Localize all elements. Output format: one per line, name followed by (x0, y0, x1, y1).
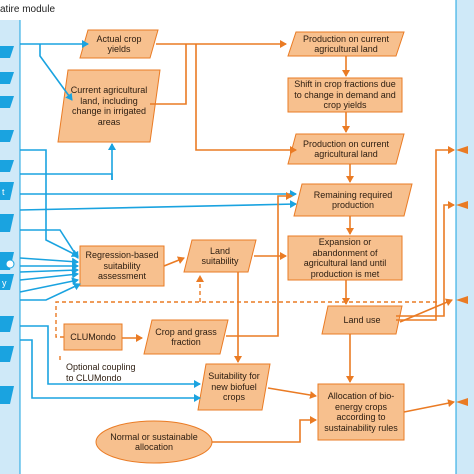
node-remaining-production: Remaining required production (313, 189, 393, 211)
node-clumondo: CLUMondo (70, 331, 116, 342)
dashed-coupling (55, 275, 440, 362)
label-optional-coupling: Optional coupling to CLUMondo (66, 362, 136, 383)
node-shape-production-2 (287, 133, 405, 165)
node-suitability-biofuel: Suitability for new biofuel crops (208, 371, 260, 403)
node-shape-regression (79, 245, 165, 287)
node-normal-sustainable: Normal or sustainable allocation (110, 431, 198, 453)
right-panel-inputs (456, 146, 468, 406)
node-shape-production-1 (287, 31, 405, 57)
node-shape-land-suitability (183, 239, 257, 273)
node-production-current-2: Production on current agricultural land (302, 138, 390, 160)
left-panel-tabs (0, 46, 14, 404)
node-shape-current-agri-land (57, 69, 161, 143)
blue-connectors (19, 40, 297, 402)
node-shape-shift-crop-fractions (287, 77, 403, 113)
node-current-agri-land: Current agricultural land, including cha… (70, 85, 148, 127)
node-land-use: Land use (343, 314, 381, 325)
node-production-current-1: Production on current agricultural land (302, 33, 390, 55)
left-module-panel (0, 20, 21, 474)
orange-connectors (122, 40, 455, 443)
node-shape-land-use (321, 305, 403, 335)
right-module-panel (455, 0, 474, 474)
node-expansion-abandonment: Expansion or abandonment of agricultural… (303, 237, 387, 279)
left-label-y: y (2, 278, 7, 288)
node-crop-grass-fraction: Crop and grass fraction (155, 326, 217, 348)
node-shape-actual-crop-yields (79, 29, 159, 59)
node-shape-allocation (317, 383, 405, 441)
node-actual-crop-yields: Actual crop yields (96, 33, 142, 55)
node-shift-crop-fractions: Shift in crop fractions due to change in… (294, 79, 396, 111)
node-regression-suitability: Regression-based suitability assessment (85, 250, 159, 282)
node-shape-crop-grass (143, 319, 229, 355)
module-header: atire module (0, 4, 56, 15)
globe-icon (5, 259, 15, 269)
node-shape-expansion (287, 235, 403, 281)
node-shape-clumondo (63, 323, 123, 351)
node-land-suitability: Land suitability (201, 245, 239, 267)
left-label-t: t (2, 187, 5, 197)
node-allocation-bioenergy: Allocation of bio-energy crops according… (324, 391, 398, 433)
